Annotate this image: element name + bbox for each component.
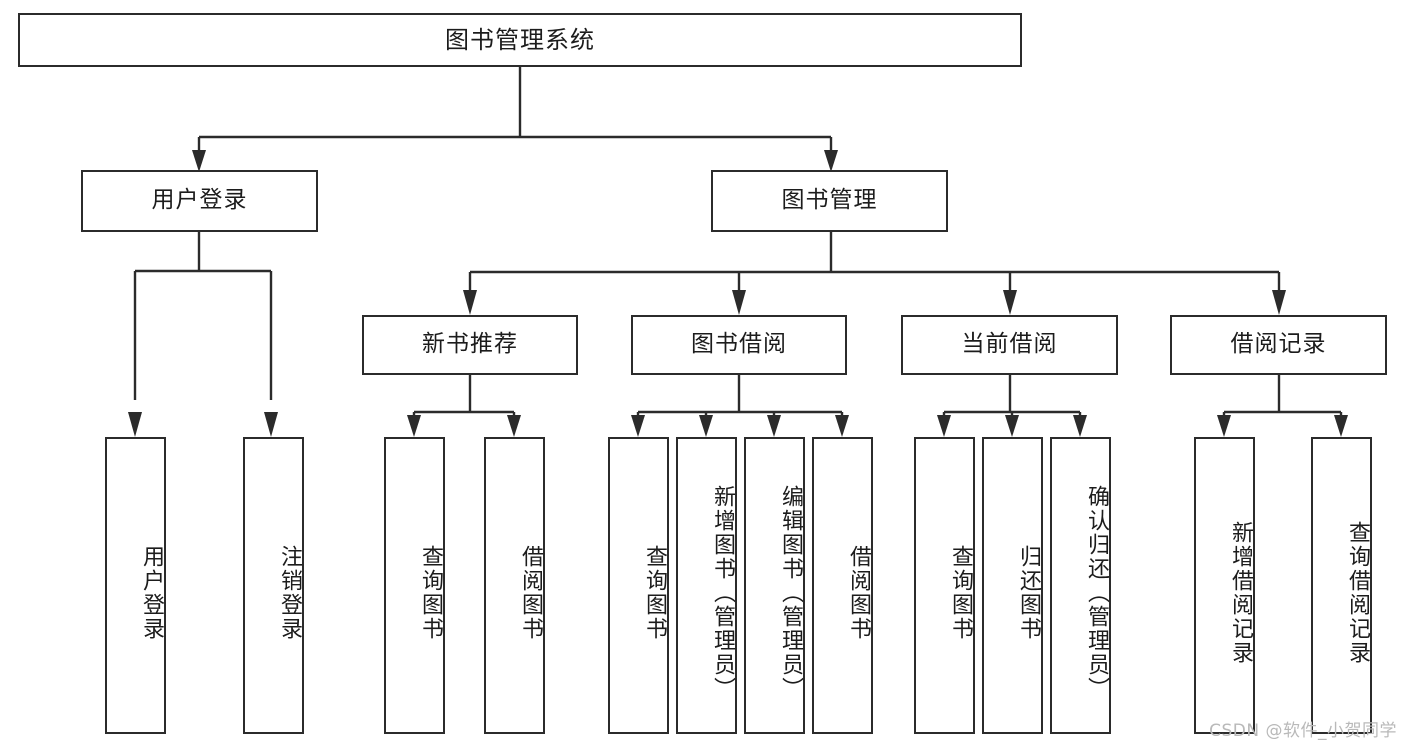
node-new-book-recommend[interactable]: 新书推荐 bbox=[362, 315, 578, 375]
leaf-book-borrow-edit-book-admin[interactable]: 编辑图书（管理员） bbox=[744, 437, 805, 734]
node-label: 查询图书 bbox=[642, 544, 667, 641]
node-label: 查询图书 bbox=[418, 544, 443, 641]
node-root-book-management-system[interactable]: 图书管理系统 bbox=[18, 13, 1022, 67]
node-label: 图书管理系统 bbox=[445, 25, 595, 54]
leaf-new-book-query-book[interactable]: 查询图书 bbox=[384, 437, 445, 734]
node-label: 新增借阅记录 bbox=[1228, 520, 1253, 665]
node-label: 图书借阅 bbox=[691, 331, 787, 358]
leaf-current-borrow-return-book[interactable]: 归还图书 bbox=[982, 437, 1043, 734]
node-book-management[interactable]: 图书管理 bbox=[711, 170, 948, 232]
node-current-borrow[interactable]: 当前借阅 bbox=[901, 315, 1118, 375]
node-label: 借阅图书 bbox=[518, 544, 543, 641]
node-label: 查询借阅记录 bbox=[1345, 520, 1370, 665]
leaf-current-borrow-query-book[interactable]: 查询图书 bbox=[914, 437, 975, 734]
node-label: 借阅记录 bbox=[1230, 331, 1327, 358]
node-label: 用户登录 bbox=[139, 544, 164, 641]
node-label: 编辑图书（管理员） bbox=[778, 484, 803, 701]
leaf-borrow-record-query-record[interactable]: 查询借阅记录 bbox=[1311, 437, 1372, 734]
node-label: 确认归还（管理员） bbox=[1084, 484, 1109, 701]
leaf-new-book-borrow-book[interactable]: 借阅图书 bbox=[484, 437, 545, 734]
leaf-book-borrow-add-book-admin[interactable]: 新增图书（管理员） bbox=[676, 437, 737, 734]
leaf-user-login-login[interactable]: 用户登录 bbox=[105, 437, 166, 734]
node-borrow-record[interactable]: 借阅记录 bbox=[1170, 315, 1387, 375]
node-label: 借阅图书 bbox=[846, 544, 871, 641]
node-label: 归还图书 bbox=[1016, 544, 1041, 641]
leaf-book-borrow-query-book[interactable]: 查询图书 bbox=[608, 437, 669, 734]
leaf-user-login-logout[interactable]: 注销登录 bbox=[243, 437, 304, 734]
node-label: 查询图书 bbox=[948, 544, 973, 641]
leaf-borrow-record-add-record[interactable]: 新增借阅记录 bbox=[1194, 437, 1255, 734]
watermark: CSDN @软件_小贺同学 bbox=[1209, 721, 1397, 741]
node-user-login[interactable]: 用户登录 bbox=[81, 170, 318, 232]
leaf-book-borrow-borrow-book[interactable]: 借阅图书 bbox=[812, 437, 873, 734]
node-label: 新增图书（管理员） bbox=[710, 484, 735, 701]
node-label: 当前借阅 bbox=[961, 331, 1058, 358]
node-book-borrow[interactable]: 图书借阅 bbox=[631, 315, 847, 375]
node-label: 注销登录 bbox=[277, 544, 302, 641]
node-label: 新书推荐 bbox=[422, 331, 518, 358]
node-label: 用户登录 bbox=[151, 187, 248, 214]
node-label: 图书管理 bbox=[781, 187, 878, 214]
leaf-current-borrow-confirm-return-admin[interactable]: 确认归还（管理员） bbox=[1050, 437, 1111, 734]
